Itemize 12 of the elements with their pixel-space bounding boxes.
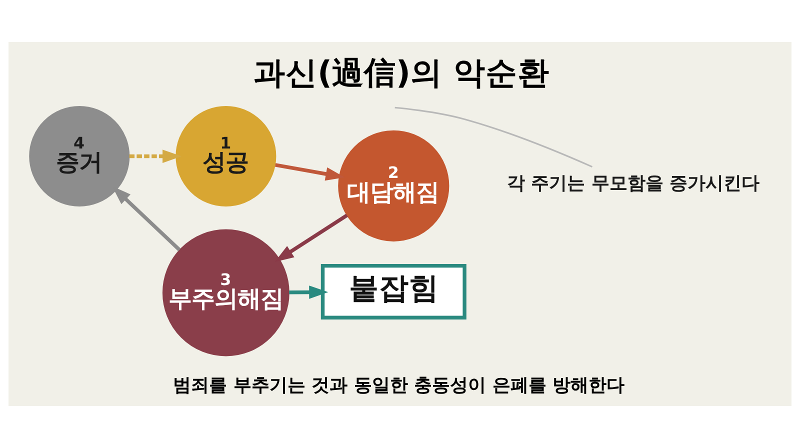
node-circle: 2 대담해짐	[338, 130, 450, 241]
caption: 범죄를 부추기는 것과 동일한 충동성이 은폐를 방해한다	[173, 374, 625, 396]
diagram-title: 과신(過信)의 악순환	[253, 54, 550, 91]
arrow	[275, 162, 345, 180]
connector	[394, 106, 593, 168]
node-box: 붙잡힘	[320, 263, 466, 319]
node-text: 각 주기는 무모함을 증가시킨다	[506, 172, 760, 194]
arrow	[289, 285, 328, 298]
arrow	[129, 149, 182, 162]
arrow	[112, 186, 181, 251]
node-circle: 1 성공	[176, 106, 276, 206]
node-circle: 3 부주의해짐	[162, 228, 290, 356]
